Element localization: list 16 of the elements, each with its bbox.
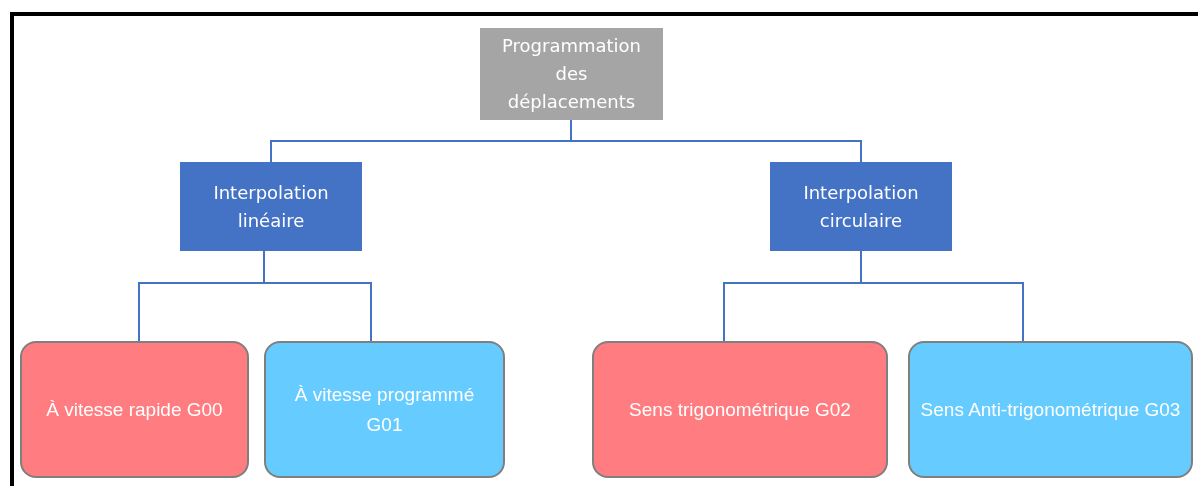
process-box: [20, 341, 249, 478]
node-label: Interpolation circulaire: [802, 180, 920, 233]
connector-line: [860, 250, 1024, 342]
node-label: Sens trigonométrique G02: [629, 397, 851, 422]
process-box: [770, 162, 952, 251]
process-box: [592, 341, 888, 478]
node-label: À vitesse programmé G01: [293, 383, 476, 437]
node-label: Interpolation linéaire: [212, 180, 330, 233]
process-box: [264, 341, 505, 478]
node-label: À vitesse rapide G00: [46, 397, 223, 422]
process-box: [480, 28, 663, 120]
node-label: Programmation des déplacements: [501, 34, 642, 114]
process-box: [180, 162, 362, 251]
node-label: Sens Anti-trigonométrique G03: [920, 397, 1181, 422]
connector-line: [570, 119, 862, 163]
process-box: [908, 341, 1193, 478]
